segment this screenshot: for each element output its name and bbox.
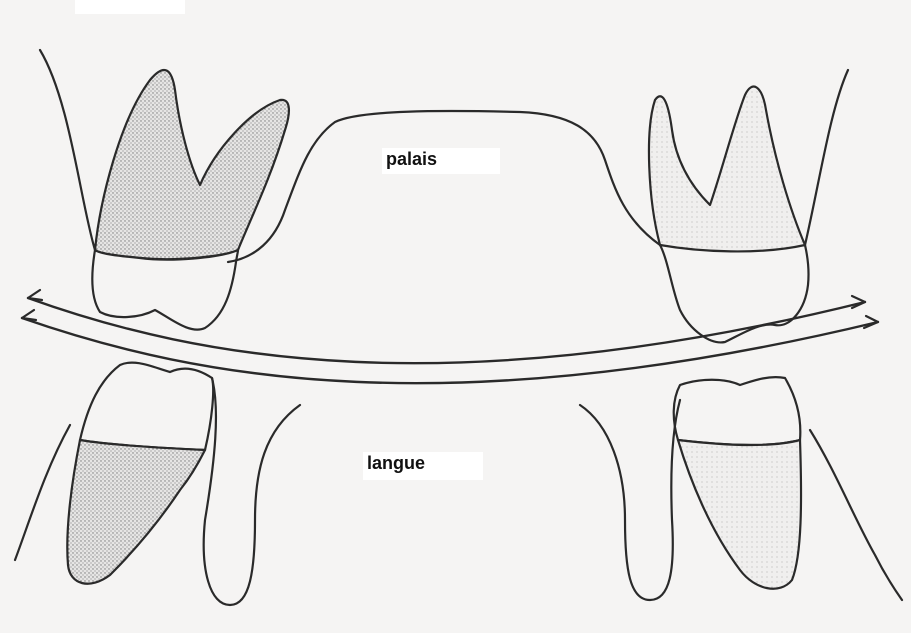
arrowhead-left-lower [22, 310, 36, 320]
lower-right-outer-gum [810, 430, 902, 600]
upper-left-gingiva [228, 111, 660, 262]
palate-label: palais [382, 148, 500, 174]
arrowhead-right-upper [852, 296, 865, 308]
lower-right-molar-crown [674, 377, 801, 445]
lower-left-second-root [204, 378, 300, 605]
arrowhead-left-upper [28, 290, 42, 300]
tongue-label: langue [363, 452, 483, 480]
lower-right-inner-root [580, 400, 680, 600]
lower-right-molar-root [678, 440, 801, 589]
lower-left-molar-root [67, 440, 205, 584]
lower-left-molar-crown [80, 363, 213, 450]
upper-left-gum-line [40, 50, 95, 250]
upper-left-molar-root-outline [95, 70, 289, 259]
upper-right-molar-crown [660, 245, 809, 342]
upper-right-molar-outline [649, 87, 805, 253]
upper-right-gum-line [805, 70, 848, 245]
upper-left-molar-crown [92, 250, 238, 330]
arrowhead-right-lower [864, 316, 878, 328]
lower-left-outer-gum [15, 425, 70, 560]
